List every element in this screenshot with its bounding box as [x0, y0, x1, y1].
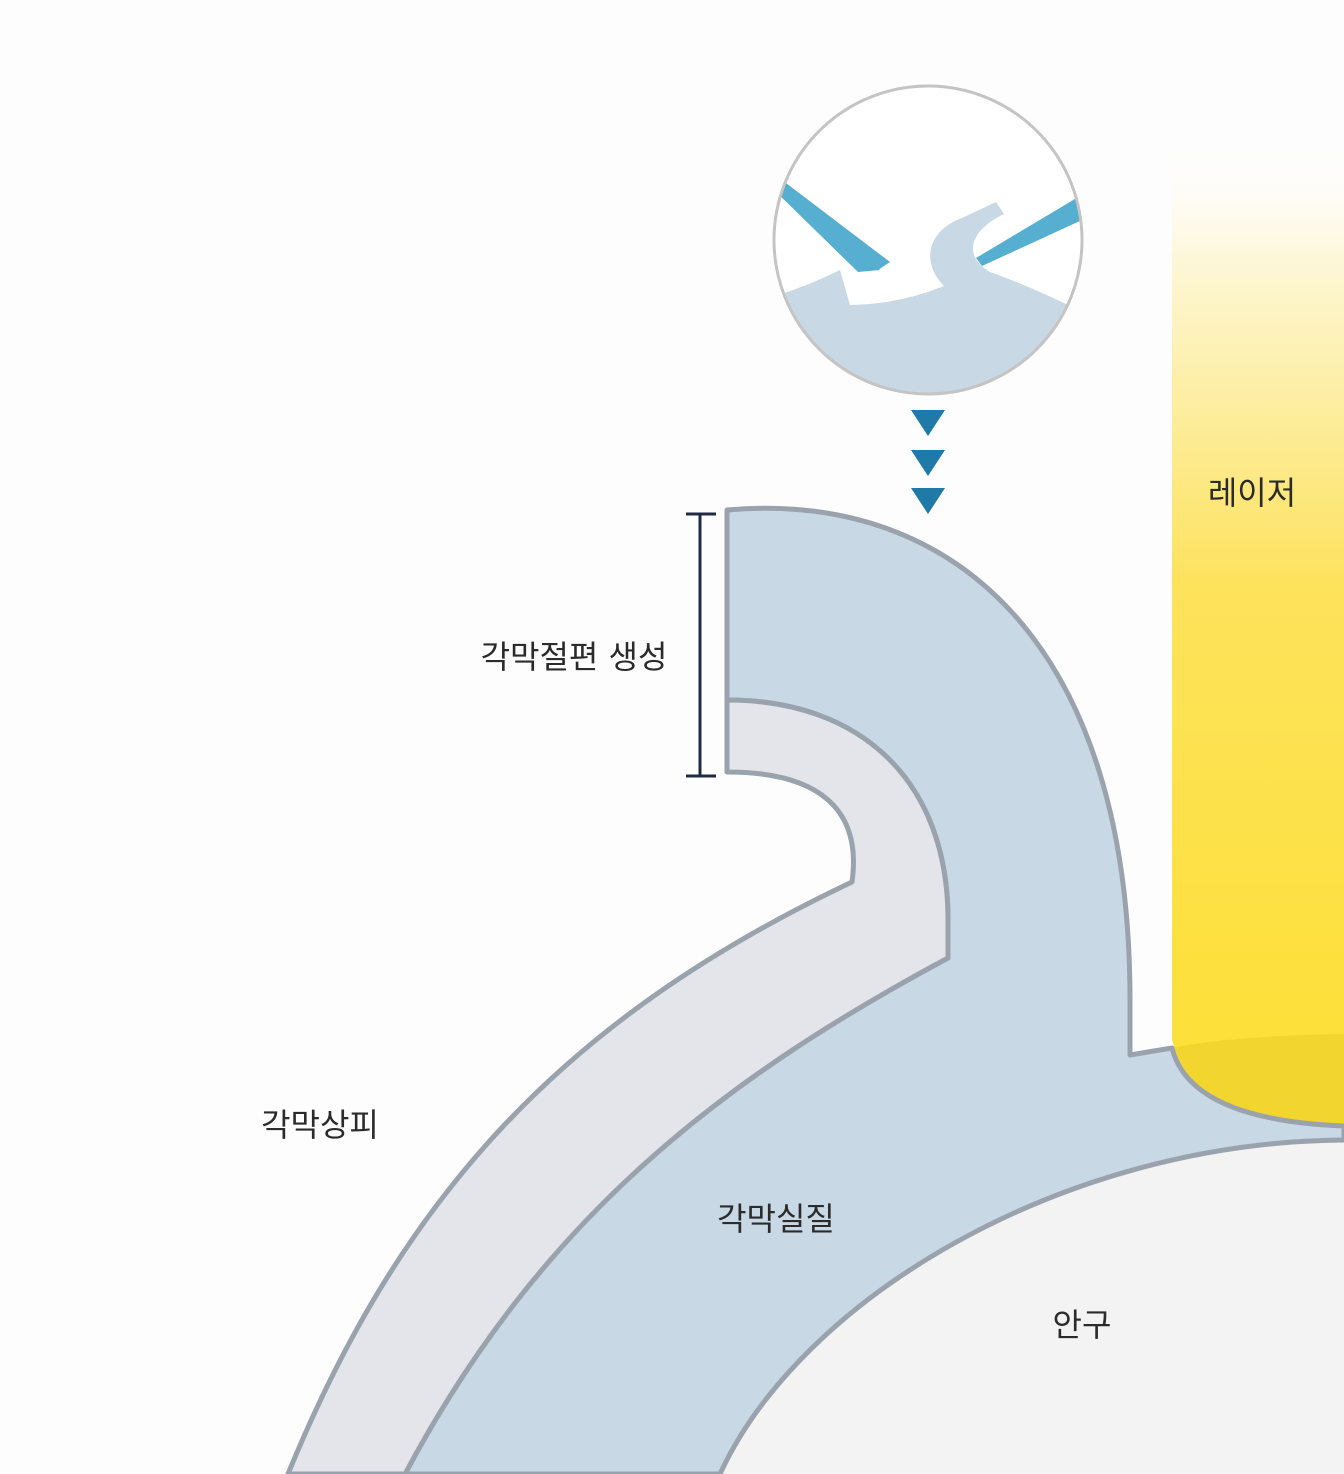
eyeball-label: 안구	[1053, 1306, 1112, 1344]
laser-label: 레이저	[1208, 474, 1296, 512]
down-arrow-icon	[911, 410, 945, 514]
zoom-circle-icon	[772, 84, 1084, 396]
flap-bracket	[686, 512, 716, 778]
laser-beam: 레이저	[1172, 140, 1344, 1127]
stroma-label: 각막실질	[717, 1200, 835, 1238]
flap-label: 각막절편 생성	[481, 638, 668, 676]
epithelium-layer	[285, 697, 951, 1474]
epithelium-label: 각막상피	[261, 1106, 379, 1144]
eyeball-region	[720, 1140, 1344, 1474]
